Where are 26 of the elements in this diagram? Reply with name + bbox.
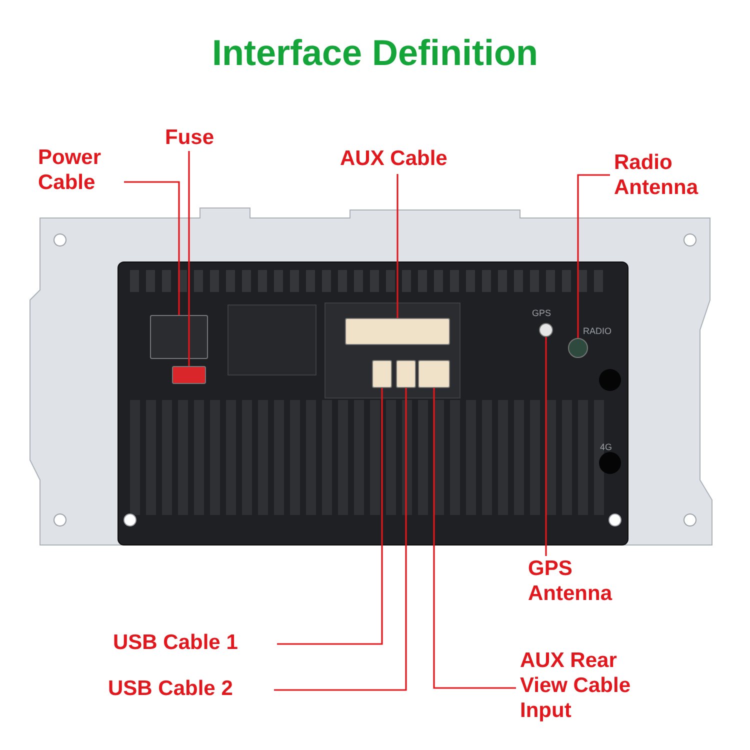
diagram-title: Interface Definition (210, 32, 540, 74)
connector-socket (345, 318, 450, 345)
leader-line (577, 174, 610, 338)
callout-label: GPS Antenna (528, 556, 638, 610)
leader-line (396, 174, 398, 318)
leader-line (124, 181, 180, 315)
fuse (172, 366, 206, 384)
port-marking: 4G (600, 442, 612, 452)
leader-line (545, 337, 547, 556)
callout-label: USB Cable 2 (108, 676, 270, 704)
leader-line (274, 388, 407, 691)
port-marking: GPS (532, 308, 552, 318)
connector-port (418, 360, 450, 388)
callout-label: Fuse (165, 125, 227, 151)
callout-label: AUX Rear View Cable Input (520, 648, 662, 723)
connector-port (372, 360, 392, 388)
wire-harness-socket (150, 315, 208, 359)
leader-line (277, 388, 383, 645)
callout-label: Power Cable (38, 145, 120, 197)
leader-line (433, 388, 516, 689)
leader-line (188, 151, 190, 366)
connector-port (396, 360, 416, 388)
callout-label: USB Cable 1 (113, 630, 273, 658)
port-marking: RADIO (583, 326, 612, 336)
callout-label: Radio Antenna (614, 150, 720, 200)
callout-label: AUX Cable (340, 146, 480, 174)
